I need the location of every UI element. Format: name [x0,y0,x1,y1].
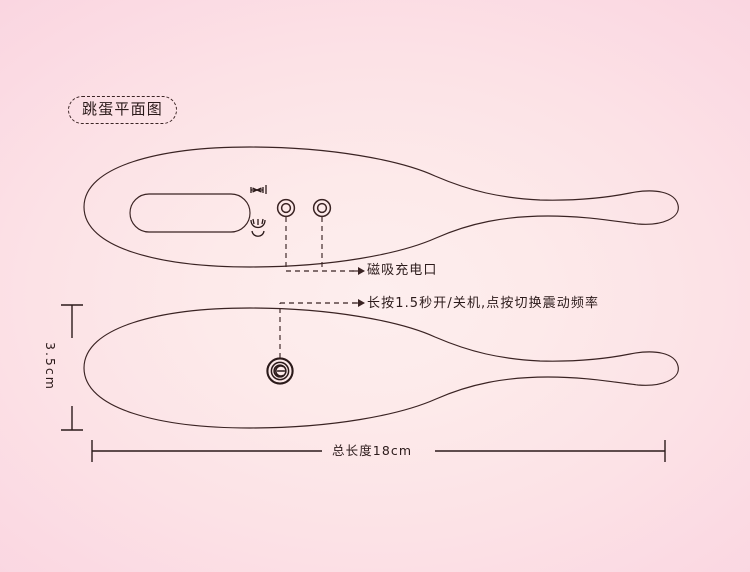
length-dimension-line [91,440,666,462]
height-dimension-label: 3.5cm [43,342,58,391]
device-bottom-outline [83,307,679,429]
charging-contacts-group [276,198,332,218]
charging-port-arrow-head [358,267,365,275]
callout-charging-port-label: 磁吸充电口 [367,263,438,278]
height-dimension-line [61,304,83,431]
control-panel-cutout [129,193,251,233]
power-button-icon[interactable] [266,357,294,385]
length-dimension-label: 总长度18cm [332,443,413,458]
charging-contact-icon-2[interactable] [312,198,332,218]
callout-power-button-label: 长按1.5秒开/关机,点按切换震动频率 [367,296,600,311]
power-button-arrow-head [358,299,365,307]
device-top-outline [83,146,679,268]
charging-contact-icon-1[interactable] [276,198,296,218]
marking-glyph-icon-top [250,185,267,194]
charging-port-leader-line [285,217,358,272]
power-button-leader-line [279,302,358,358]
page-title-badge: 跳蛋平面图 [68,96,178,124]
marking-glyph-icon-bottom [250,218,266,237]
